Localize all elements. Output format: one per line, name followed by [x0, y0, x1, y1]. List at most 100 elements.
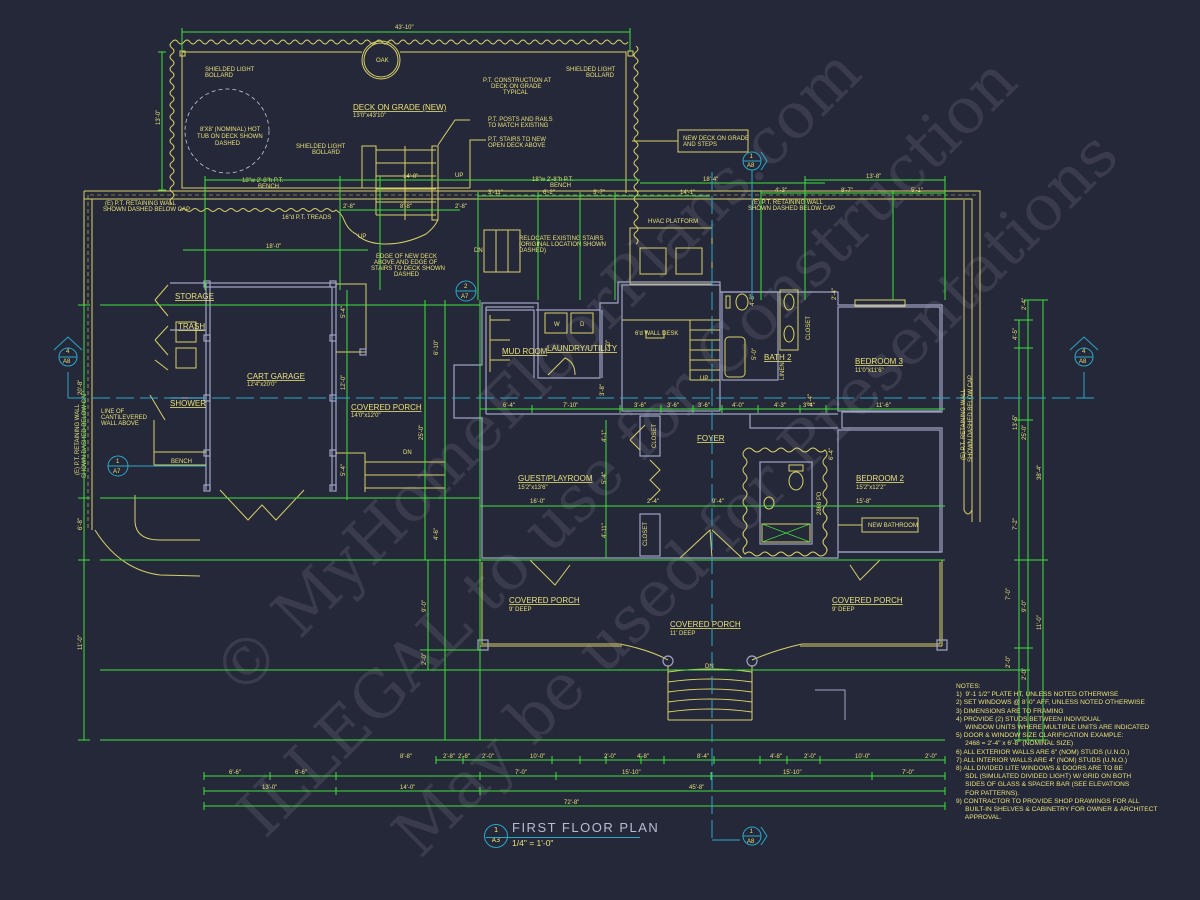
dim-right-v-3: 25'-0" — [1022, 425, 1028, 440]
detail-a7-2-num: 2 — [464, 284, 468, 290]
dim-b3-2: 45'-8" — [689, 785, 704, 791]
cantilever-3: WALL ABOVE — [101, 421, 139, 427]
note-item: 6) ALL EXTERIOR WALLS ARE 6" (NOM) STUDS… — [956, 748, 1130, 756]
dim-3-7: 3'-7" — [593, 190, 605, 196]
dim-right-v-6: 7'-0" — [1006, 588, 1012, 600]
title-reference-bubble: 1 A3 — [484, 824, 508, 848]
detail-marker-a7-1[interactable]: 1 A7 — [107, 455, 206, 477]
dim-porch-v-0: 9'-0" — [422, 600, 428, 612]
dim-row-mid-6: 4'-3" — [774, 403, 786, 409]
dim-right-v-1: 4'-5" — [1013, 328, 1019, 340]
dim-2-8b: 2'-8" — [455, 204, 467, 210]
retaining-right-2: SHOWN DASHED BELOW CAP — [748, 206, 835, 212]
storage-label: STORAGE — [175, 292, 214, 301]
dim-foyer-b: 9'-4" — [712, 499, 724, 505]
section-marker-bottom[interactable]: 1 A8 — [742, 826, 768, 846]
deck-title: DECK ON GRADE (NEW) — [353, 103, 447, 112]
section-right-sheet: A8 — [1079, 359, 1087, 365]
hot-tub-note-1: 8'X8' (NOMINAL) HOT — [200, 127, 261, 133]
section-left-num: 4 — [66, 349, 70, 355]
dim-8-8: 8'-8" — [400, 204, 412, 210]
dim-row-mid-3: 3'-6" — [667, 403, 679, 409]
dim-row-mid-1: 7'-10" — [563, 403, 578, 409]
dim-mud-v-6: 4'-1" — [602, 430, 608, 442]
dim-overall-deck: 43'-10" — [395, 25, 414, 31]
pt-stairs-1: P.T. STAIRS TO NEW — [488, 137, 546, 143]
dim-b1-5: 2'-0" — [604, 754, 616, 760]
hvac-label: HVAC PLATFORM — [648, 219, 698, 225]
mud-room-label: MUD ROOM — [502, 347, 548, 356]
hot-tub-note-2: TUB ON DECK SHOWN — [197, 134, 263, 140]
porch-left-size: 9' DEEP — [509, 607, 532, 613]
dim-b1-4: 10'-0" — [530, 754, 545, 760]
bollard-tl-1: SHIELDED LIGHT — [205, 67, 255, 73]
dim-guest-w: 16'-0" — [530, 499, 545, 505]
pt-construction-3: TYPICAL — [503, 90, 529, 96]
dim-bath-v-4: 3'-4" — [808, 394, 814, 406]
dim-mud-v-1: 7'-0" — [606, 340, 612, 352]
detail-a7-2-sheet: A7 — [461, 294, 469, 300]
dn-label-front: DN — [705, 664, 714, 670]
deck-size: 13'0"x43'10" — [353, 113, 386, 119]
dim-row-mid-5: 4'-0" — [732, 403, 744, 409]
porch-right-title: COVERED PORCH — [832, 596, 903, 605]
retaining-left-1: (E) P.T. RETAINING WALL — [105, 201, 177, 207]
note-item: 2) SET WINDOWS @ 8'-0" AFF, UNLESS NOTED… — [956, 699, 1145, 707]
retaining-vert-left-1: (E) P.T. RETAINING WALL — [75, 403, 81, 475]
section-bottom-num: 1 — [750, 829, 754, 835]
edge-deck-3: STAIRS TO DECK SHOWN — [371, 266, 445, 272]
dim-18-4: 18'-4" — [703, 177, 718, 183]
dim-bath-v-1: 5'-0" — [752, 348, 758, 360]
note-item: BUILT-IN SHELVES & CABINETRY FOR OWNER &… — [956, 806, 1158, 814]
side-porch-title: COVERED PORCH — [351, 403, 422, 412]
section-top-num: 1 — [750, 154, 754, 160]
up-label-deck: UP — [455, 173, 463, 179]
dim-3-11: 3'-11" — [488, 190, 503, 196]
retaining-left-2: SHOWN DASHED BELOW CAP — [103, 207, 190, 213]
section-marker-top[interactable]: 1 A8 — [742, 151, 768, 171]
dim-row-mid-4: 3'-6" — [698, 403, 710, 409]
dim-b2-3: 15'-10" — [622, 770, 641, 776]
detail-marker-a7-2[interactable]: 2 A7 — [455, 280, 477, 302]
note-item: 3) DIMENSIONS ARE TO FRAMING — [956, 707, 1064, 715]
dim-right-v-2: 13'-5" — [1013, 415, 1019, 430]
title-ref-sheet: A3 — [491, 836, 501, 844]
laundry-label: LAUNDRY/UTILITY — [547, 344, 618, 353]
side-porch: COVERED PORCH 14'0"x12'0" DN — [336, 283, 445, 492]
dim-mud-v-0: 6'-10" — [434, 340, 440, 355]
section-marker-left[interactable]: 4 A8 — [53, 336, 83, 367]
bollard-mid-2: BOLLARD — [312, 150, 341, 156]
retaining-vert-left-2: SHOWN DASHED BELOW CAP — [82, 391, 88, 478]
dim-right-v-10: 2'-0" — [1022, 668, 1028, 680]
dim-garage-v-0: 5'-4" — [341, 306, 347, 318]
retaining-vert-right-2: SHOWN DASHED BELOW CAP — [968, 375, 974, 462]
relocate-2: (ORIGINAL LOCATION SHOWN — [519, 242, 606, 248]
bedroom2-size: 15'2"x12'2" — [856, 485, 886, 491]
bench-left-2: BENCH — [258, 184, 279, 190]
porch-center-size: 11' DEEP — [670, 631, 695, 637]
dim-bath-v-2: 6'-4" — [829, 448, 835, 460]
dn-label-porch: DN — [403, 450, 412, 456]
washer-label: W — [554, 322, 560, 328]
dim-bed2-w: 15'-8" — [856, 499, 871, 505]
cart-garage: CART GARAGE 12'4"x20'0" STORAGE TRASH SH… — [94, 280, 337, 577]
dim-left-v-2: 11'-0" — [78, 635, 84, 650]
cantilever-2: CANTILEVERED — [101, 415, 148, 421]
new-deck-note-2: AND STEPS — [683, 142, 717, 148]
closet-label-bath: CLOSET — [806, 316, 812, 340]
dimension-lines: 43'-10" 13'-0" 14'-0" 8'-8" 2'-8" 2'-8" … — [78, 25, 1048, 810]
porch-center-title: COVERED PORCH — [670, 620, 741, 629]
note-item: 5) DOOR & WINDOW SIZE CLARIFICATION EXAM… — [956, 732, 1124, 740]
note-item: SIDES OF GLASS & SPACER BAR (SEE ELEVATI… — [956, 781, 1130, 789]
relocate-1: RELOCATE EXISTING STAIRS — [519, 236, 603, 242]
bath2-label: BATH 2 — [764, 353, 792, 362]
section-bottom-sheet: A8 — [747, 839, 755, 845]
cantilever-1: LINE OF — [101, 409, 125, 415]
dim-mud-v-2: 3'-8" — [600, 384, 606, 396]
section-marker-right[interactable]: 4 A8 — [1069, 336, 1099, 367]
dim-b1-3: 2'-0" — [482, 754, 494, 760]
dim-mud-v-5: 4'-11" — [602, 523, 608, 538]
dim-b1-9: 2'-0" — [804, 754, 816, 760]
dim-foyer-a: 2'-4" — [647, 499, 659, 505]
dim-right-v-5: 7'-2" — [1013, 518, 1019, 530]
